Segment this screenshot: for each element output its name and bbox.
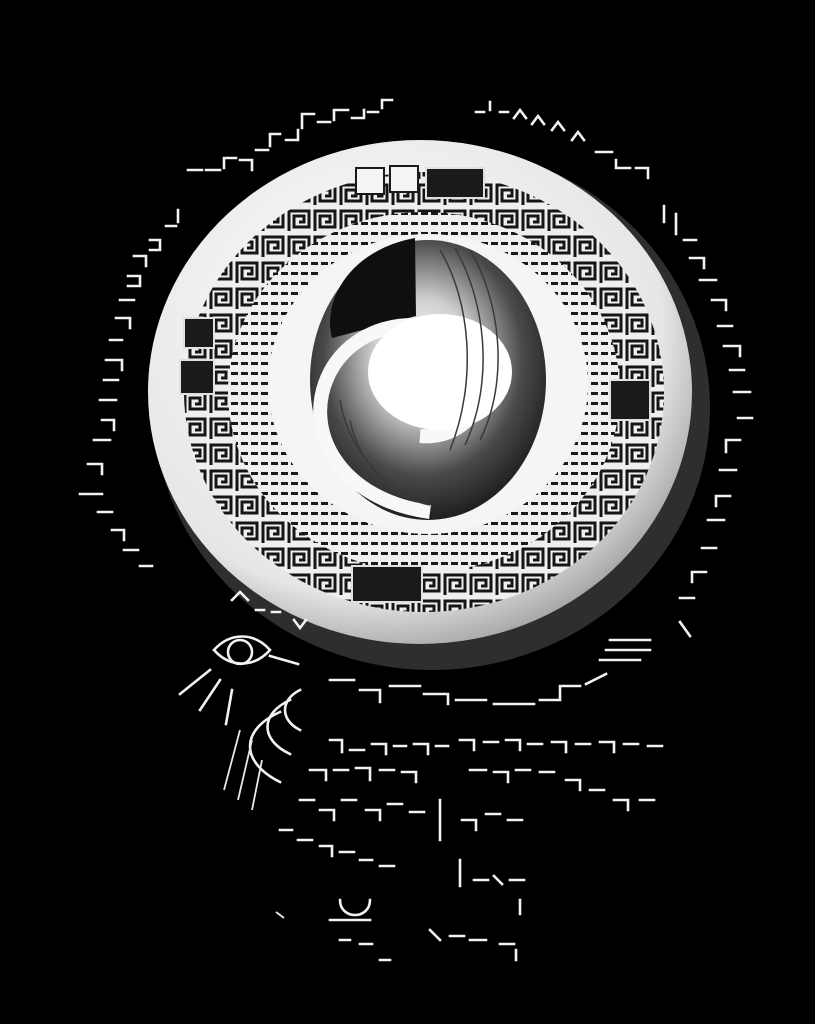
spiral-dark-lobe — [330, 238, 416, 338]
stray-marks — [223, 729, 285, 919]
glyph-script-right — [662, 204, 754, 638]
glyph-script-top — [186, 98, 650, 180]
ring-cells — [179, 165, 651, 603]
glyph-script-left — [78, 208, 180, 568]
spiral-striations — [339, 247, 499, 506]
eye-symbol — [178, 590, 308, 726]
glyph-script-bottom — [248, 638, 664, 962]
spiral-core — [368, 314, 512, 430]
